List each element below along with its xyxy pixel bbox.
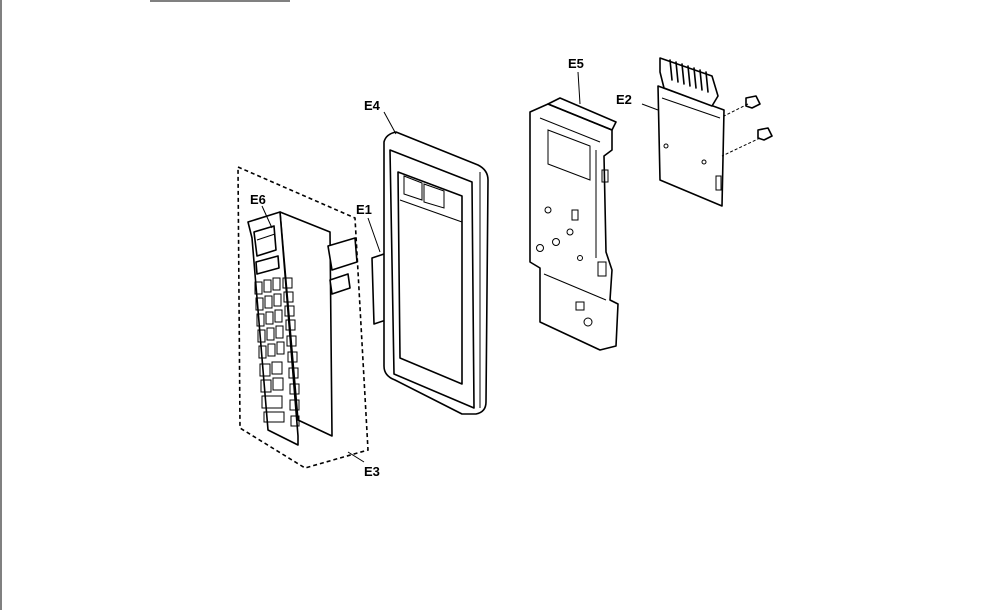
key bbox=[272, 377, 284, 391]
membrane-sheet bbox=[279, 211, 333, 437]
bracket-hole bbox=[544, 206, 552, 214]
connector-pins bbox=[669, 59, 709, 93]
bracket-hole bbox=[577, 255, 583, 261]
frame-ridge bbox=[399, 199, 463, 223]
label-e5: E5 bbox=[568, 56, 584, 71]
circuit-board-e2 bbox=[641, 57, 773, 207]
e1-leader bbox=[367, 217, 381, 253]
display-window bbox=[253, 225, 277, 257]
bracket-rib bbox=[539, 117, 601, 143]
bracket-fold bbox=[543, 273, 607, 301]
key bbox=[283, 291, 294, 303]
bracket-hole bbox=[583, 317, 593, 327]
board-tab bbox=[715, 175, 722, 191]
bracket-clip bbox=[597, 261, 607, 277]
key bbox=[285, 319, 296, 331]
label-e1: E1 bbox=[356, 202, 372, 217]
bracket-window bbox=[547, 129, 591, 181]
key bbox=[271, 361, 283, 375]
membrane-tab bbox=[329, 273, 351, 295]
brand-strip bbox=[255, 255, 280, 275]
label-e6: E6 bbox=[250, 192, 266, 207]
bracket-slot bbox=[575, 301, 585, 311]
board-hole bbox=[701, 159, 707, 165]
door-frame-e4 bbox=[383, 111, 489, 415]
key bbox=[256, 313, 265, 327]
frame-window bbox=[397, 171, 463, 385]
screw-lower bbox=[721, 127, 773, 157]
assembly-dashed-outline bbox=[237, 165, 369, 469]
bracket-e5 bbox=[529, 71, 619, 351]
key bbox=[255, 297, 264, 311]
key bbox=[274, 309, 283, 323]
label-e3: E3 bbox=[364, 464, 380, 479]
control-panel-assembly-e3 bbox=[237, 165, 369, 469]
bracket-top-lip bbox=[547, 97, 617, 131]
key bbox=[264, 295, 273, 309]
key bbox=[260, 379, 272, 393]
key bbox=[284, 305, 295, 317]
board-edge bbox=[661, 97, 721, 119]
key bbox=[282, 277, 293, 289]
key bbox=[263, 279, 272, 293]
screw-upper bbox=[723, 95, 761, 117]
e5-leader bbox=[577, 71, 581, 105]
keypad-buttons bbox=[254, 277, 300, 427]
key bbox=[275, 325, 284, 339]
bracket-clip bbox=[601, 169, 609, 183]
key bbox=[289, 399, 300, 411]
key bbox=[263, 411, 285, 423]
key bbox=[266, 327, 275, 341]
key bbox=[290, 415, 300, 427]
bracket-hole bbox=[566, 228, 574, 236]
key bbox=[259, 363, 271, 377]
membrane-tail bbox=[327, 237, 358, 271]
key bbox=[273, 293, 282, 307]
e6-leader bbox=[261, 205, 273, 229]
key bbox=[272, 277, 281, 291]
label-e2: E2 bbox=[616, 92, 632, 107]
keypad-membrane-e6 bbox=[279, 211, 358, 437]
key bbox=[289, 383, 300, 395]
bracket-slot bbox=[571, 209, 579, 221]
bracket-outline bbox=[529, 103, 619, 351]
key bbox=[258, 345, 267, 359]
key bbox=[288, 367, 299, 379]
key bbox=[267, 343, 276, 357]
key bbox=[261, 395, 283, 409]
frame-slot bbox=[403, 175, 423, 201]
frame-slot bbox=[423, 183, 445, 209]
key bbox=[257, 329, 266, 343]
key bbox=[286, 335, 297, 347]
frame-front bbox=[389, 149, 475, 409]
key bbox=[276, 341, 285, 355]
bracket-hole bbox=[536, 244, 544, 252]
control-panel-face bbox=[247, 211, 300, 446]
display-line bbox=[256, 233, 276, 241]
board-hole bbox=[663, 143, 669, 149]
key bbox=[254, 281, 263, 295]
key bbox=[265, 311, 274, 325]
bracket-hole bbox=[552, 238, 560, 246]
e3-leader bbox=[347, 451, 365, 463]
label-e4: E4 bbox=[364, 98, 381, 113]
e2-leader bbox=[641, 103, 659, 111]
e4-leader bbox=[383, 111, 397, 135]
key bbox=[287, 351, 298, 363]
